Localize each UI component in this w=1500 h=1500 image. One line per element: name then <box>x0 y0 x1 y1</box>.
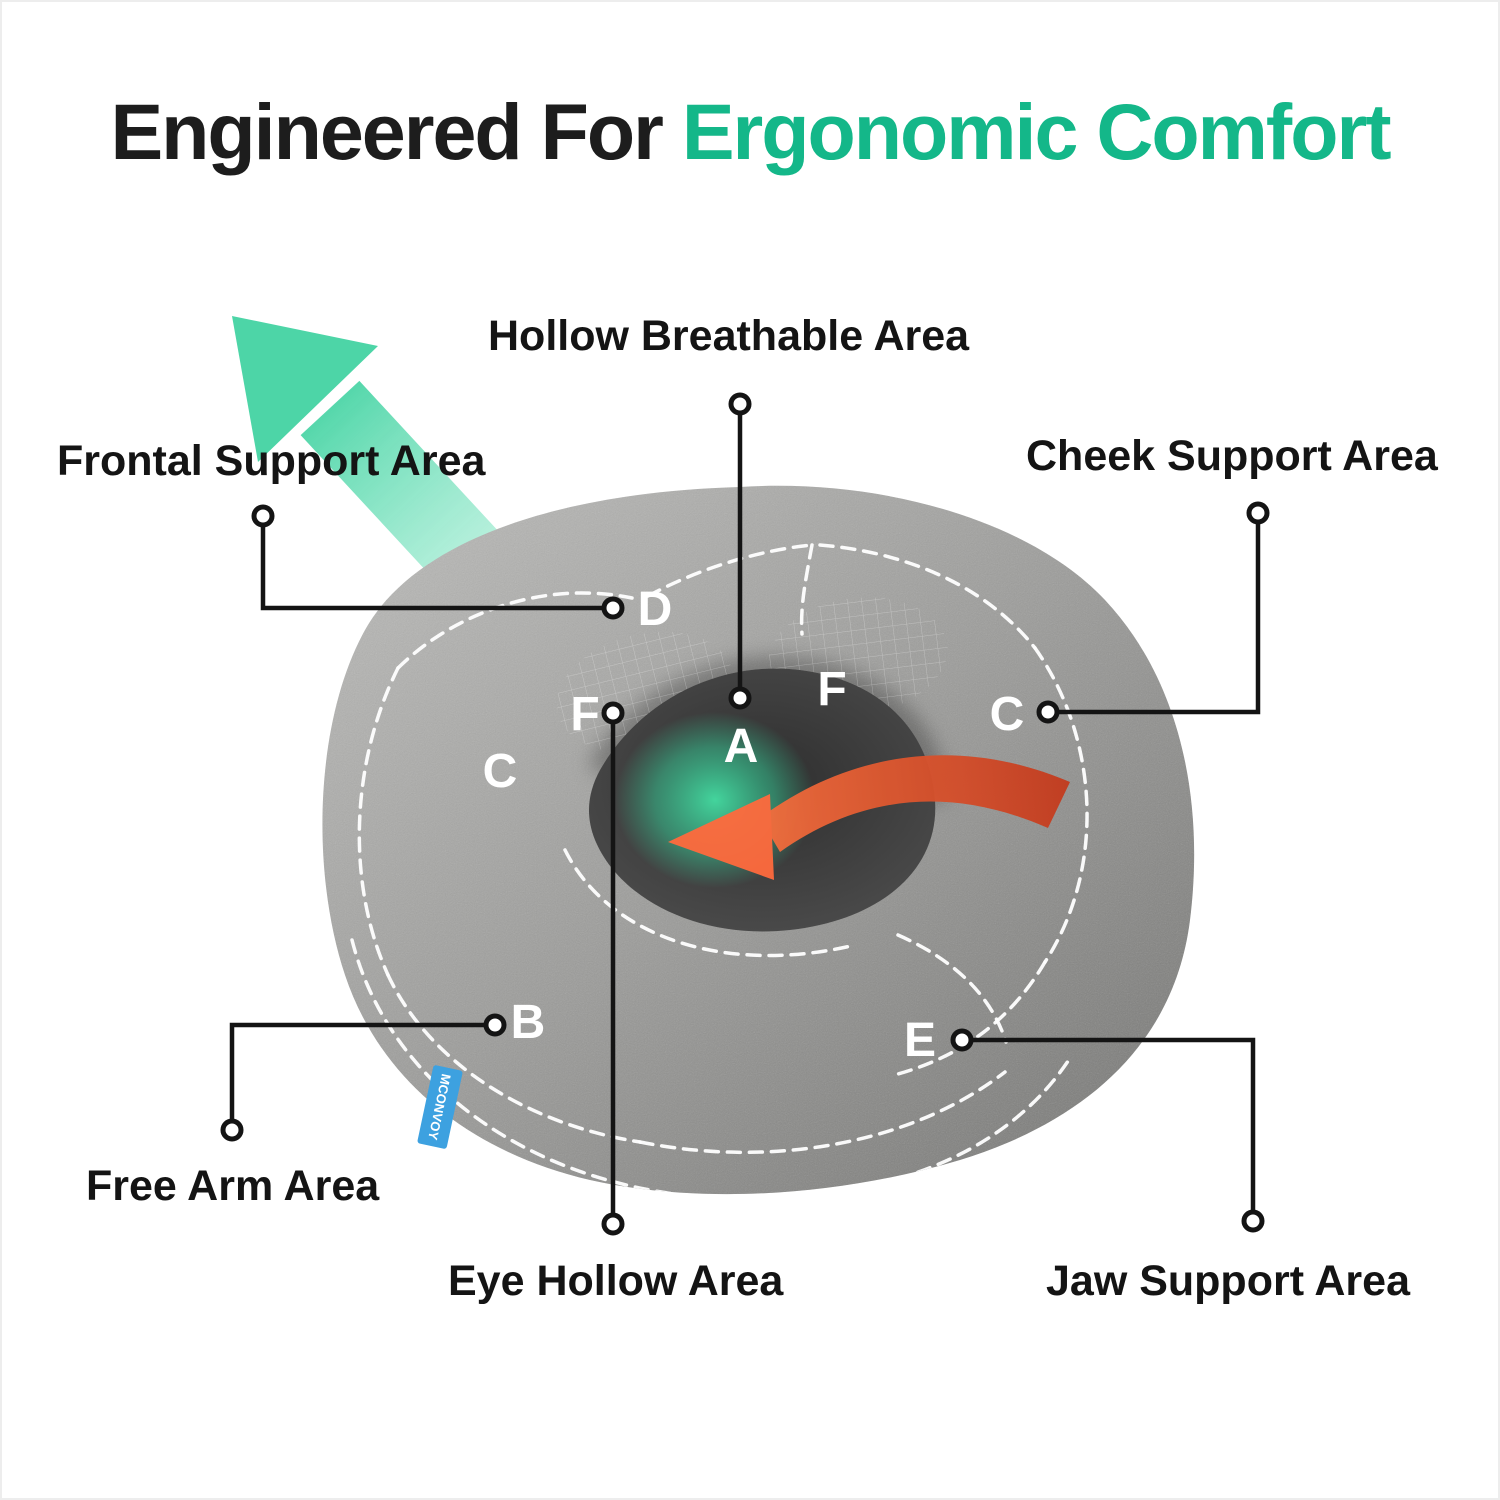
callout-connectors <box>220 392 1270 1236</box>
comfort-arrow-orange <box>668 755 1070 880</box>
label-free-arm-area: Free Arm Area <box>86 1162 380 1210</box>
title-accent-part: Ergonomic Comfort <box>681 87 1392 176</box>
stitch-seams <box>350 543 1089 1195</box>
label-hollow-breathable-area: Hollow Breathable Area <box>488 312 970 360</box>
zone-letter-c-left: C <box>483 745 518 798</box>
zone-letter-e: E <box>904 1014 936 1067</box>
zone-letters: D A F F C C B E <box>483 583 1025 1067</box>
zone-letter-f-right: F <box>817 663 846 716</box>
title-black-part: Engineered For <box>110 87 663 176</box>
callout-line-jaw-support <box>950 1028 1265 1233</box>
pillow-body <box>322 485 1195 1195</box>
label-frontal-support-area: Frontal Support Area <box>57 437 486 485</box>
zone-letter-d: D <box>638 583 673 636</box>
label-cheek-support-area: Cheek Support Area <box>1026 432 1438 480</box>
page-title: Engineered For Ergonomic Comfort <box>0 86 1500 178</box>
callout-line-eye-hollow <box>601 701 625 1236</box>
callout-line-hollow-breathable <box>728 392 752 710</box>
zone-letter-c-right: C <box>990 688 1025 741</box>
callout-line-frontal-support <box>251 504 625 620</box>
label-jaw-support-area: Jaw Support Area <box>1046 1257 1410 1305</box>
label-eye-hollow-area: Eye Hollow Area <box>448 1257 784 1305</box>
callout-line-cheek-support <box>1036 501 1270 724</box>
zone-letter-b: B <box>511 996 546 1049</box>
zone-letter-a: A <box>724 720 759 773</box>
brand-tag: MCONVOY <box>417 1065 463 1149</box>
zone-letter-f-left: F <box>570 688 599 741</box>
callout-line-free-arm <box>220 1013 507 1142</box>
